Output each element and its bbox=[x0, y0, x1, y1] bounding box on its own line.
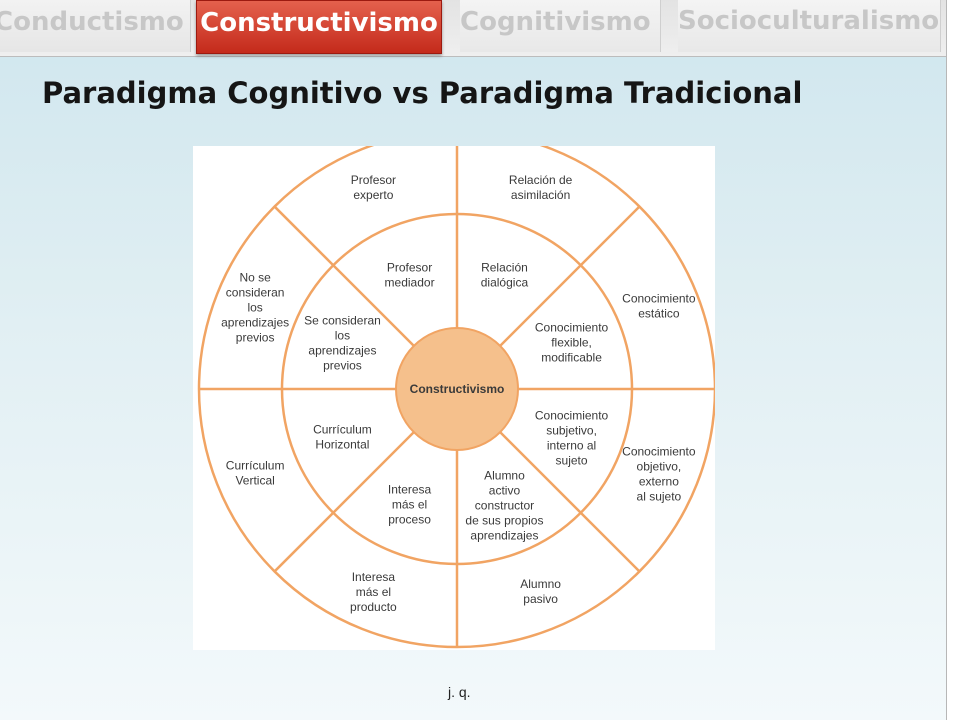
inner-ring-label-line: proceso bbox=[388, 513, 431, 527]
inner-ring-label-line: Alumno bbox=[484, 469, 525, 483]
inner-ring-label-line: Currículum bbox=[313, 422, 372, 436]
tab-bar: Conductismo Cognitivismo Socioculturalis… bbox=[0, 0, 946, 57]
inner-ring-label-line: flexible, bbox=[551, 336, 592, 350]
inner-ring-label-line: Interesa bbox=[388, 483, 432, 497]
outer-ring-label-line: Vertical bbox=[235, 474, 274, 488]
outer-ring-label-line: Alumno bbox=[520, 577, 561, 591]
divider-line bbox=[273, 431, 415, 573]
tab-socioculturalismo[interactable]: Socioculturalismo bbox=[678, 0, 941, 52]
inner-ring-label-line: interno al bbox=[547, 438, 596, 452]
inner-ring-label-line: Conocimiento bbox=[535, 408, 609, 422]
outer-ring-label-line: No se bbox=[239, 270, 271, 284]
outer-ring-label-line: previos bbox=[236, 330, 275, 344]
inner-ring-label-line: Horizontal bbox=[315, 437, 369, 451]
inner-ring-label-line: modificable bbox=[541, 351, 602, 365]
inner-ring-label-line: activo bbox=[489, 484, 521, 498]
page-title: Paradigma Cognitivo vs Paradigma Tradici… bbox=[42, 76, 803, 110]
inner-ring-label-line: Profesor bbox=[387, 260, 432, 274]
inner-ring-label-line: subjetivo, bbox=[546, 423, 597, 437]
inner-ring-label-line: aprendizajes bbox=[308, 344, 376, 358]
outer-ring-label-line: experto bbox=[353, 188, 393, 202]
tab-cognitivismo[interactable]: Cognitivismo bbox=[460, 0, 661, 52]
inner-ring-label-line: aprendizajes bbox=[470, 529, 538, 543]
outer-ring-label-line: producto bbox=[350, 600, 397, 614]
outer-ring-label-line: Conocimiento bbox=[622, 445, 696, 459]
inner-ring-label-line: constructor bbox=[475, 499, 534, 513]
center-label-line: Constructivismo bbox=[410, 382, 505, 396]
inner-ring-label-line: Se consideran bbox=[304, 314, 381, 328]
outer-ring-label-line: objetivo, bbox=[637, 460, 682, 474]
inner-ring-label-line: Relación bbox=[481, 260, 528, 274]
center-label: Constructivismo bbox=[410, 382, 505, 396]
center-circle bbox=[395, 327, 519, 451]
divider-line bbox=[499, 431, 641, 573]
outer-ring-label-line: Interesa bbox=[352, 570, 396, 584]
outer-ring-label-line: más el bbox=[356, 585, 391, 599]
outer-ring-label-line: pasivo bbox=[523, 592, 558, 606]
outer-ring-label-line: estático bbox=[638, 306, 680, 320]
inner-ring-label-line: los bbox=[335, 329, 350, 343]
outer-ring-label-line: los bbox=[247, 300, 262, 314]
window-edge bbox=[946, 0, 960, 720]
divider-line bbox=[499, 205, 641, 347]
outer-ring-label-line: Relación de bbox=[509, 173, 573, 187]
inner-ring-label-line: previos bbox=[323, 359, 362, 373]
outer-ring-label-line: Profesor bbox=[351, 173, 396, 187]
tab-conductismo[interactable]: Conductismo bbox=[0, 0, 191, 52]
outer-ring-label-line: aprendizajes bbox=[221, 315, 289, 329]
inner-ring-label-line: mediador bbox=[385, 275, 435, 289]
inner-ring-label-line: más el bbox=[392, 498, 427, 512]
inner-ring-label-line: dialógica bbox=[481, 275, 529, 289]
outer-ring-label-line: Currículum bbox=[226, 459, 285, 473]
outer-ring-label-line: consideran bbox=[226, 285, 285, 299]
outer-ring-label-line: al sujeto bbox=[637, 490, 682, 504]
outer-ring-label-line: externo bbox=[639, 475, 679, 489]
divider-line bbox=[273, 205, 415, 347]
tab-constructivismo[interactable]: Constructivismo bbox=[196, 0, 442, 54]
outer-ring-label-line: asimilación bbox=[511, 188, 570, 202]
inner-ring-label-line: de sus propios bbox=[465, 514, 543, 528]
outer-ring-label-line: Conocimiento bbox=[622, 291, 696, 305]
inner-ring-label-line: Conocimiento bbox=[535, 321, 609, 335]
credit-text: j. q. bbox=[448, 684, 471, 700]
inner-ring-label-line: sujeto bbox=[556, 453, 588, 467]
